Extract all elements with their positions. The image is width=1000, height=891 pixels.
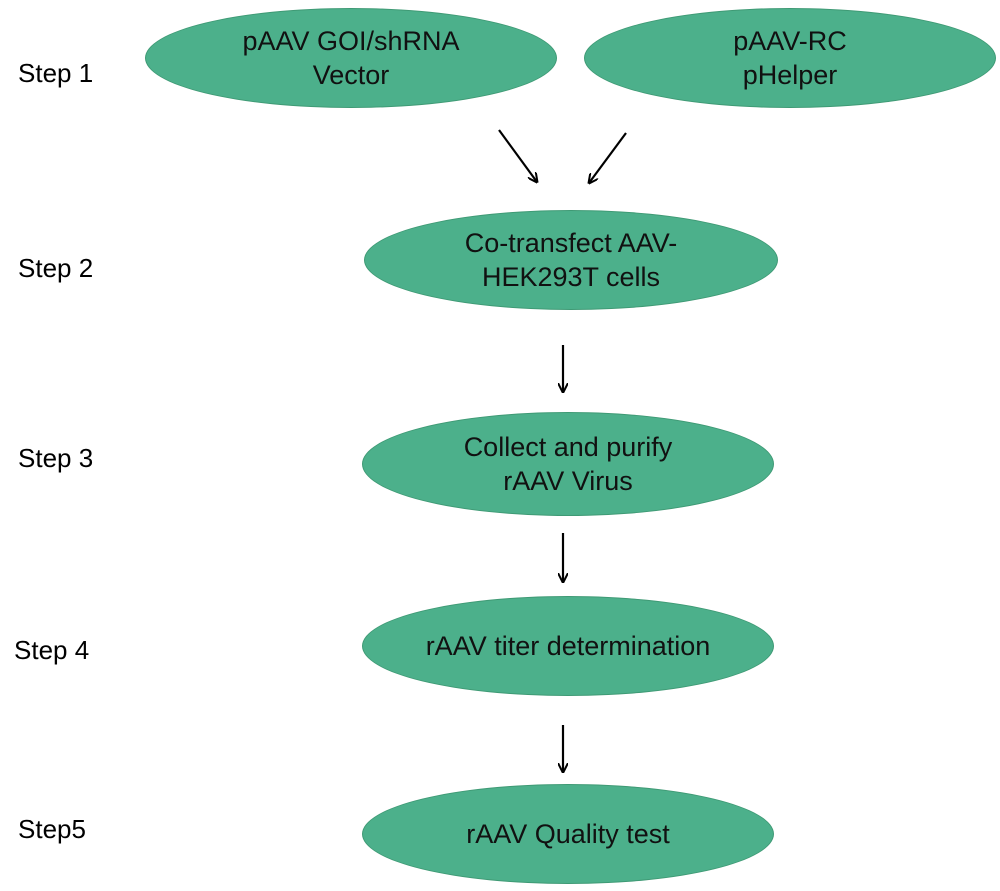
node-vector: pAAV GOI/shRNA Vector: [145, 8, 557, 108]
node-cotransfect-line2: HEK293T cells: [481, 262, 661, 292]
node-helper: pAAV-RC pHelper: [584, 8, 996, 108]
node-vector-line1: pAAV GOI/shRNA: [242, 26, 460, 56]
node-cotransfect-line1: Co-transfect AAV-: [464, 228, 678, 258]
node-vector-line2: Vector: [312, 60, 390, 90]
step-1-label: Step 1: [18, 58, 94, 88]
node-collect-line2: rAAV Virus: [503, 466, 633, 496]
step-4-label: Step 4: [14, 635, 90, 665]
step-3-label: Step 3: [18, 443, 94, 473]
step-5-label: Step5: [18, 814, 86, 844]
node-helper-line1: pAAV-RC: [733, 26, 847, 56]
node-quality-line1: rAAV Quality test: [466, 819, 670, 849]
node-helper-line2: pHelper: [742, 60, 838, 90]
node-collect: Collect and purify rAAV Virus: [362, 412, 774, 516]
arrow-helper-to-cotransfect: [589, 132, 627, 183]
step-2-label: Step 2: [18, 253, 94, 283]
arrow-vector-to-cotransfect: [498, 129, 537, 182]
node-titer: rAAV titer determination: [362, 596, 774, 696]
node-cotransfect: Co-transfect AAV- HEK293T cells: [364, 210, 778, 310]
node-titer-line1: rAAV titer determination: [425, 631, 711, 661]
node-quality: rAAV Quality test: [362, 784, 774, 884]
node-collect-line1: Collect and purify: [463, 432, 673, 462]
